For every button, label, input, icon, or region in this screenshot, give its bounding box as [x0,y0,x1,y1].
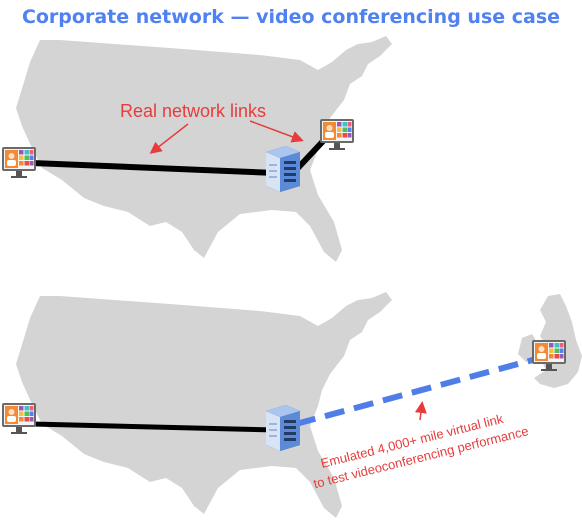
virtual-link [295,355,541,427]
annotation-arrow-left [149,123,189,154]
server-icon-bottom [266,405,300,451]
annotation-arrow-right [249,120,304,143]
computer-west-icon [2,147,36,178]
computer-east-icon [320,119,354,150]
real-link-west-bottom [31,421,277,433]
page-title: Corporate network — video conferencing u… [21,6,561,28]
bottom-panel: Emulated 4,000+ mile virtual link to tes… [2,292,582,518]
virtual-link-annotation: Emulated 4,000+ mile virtual link to tes… [312,411,530,491]
real-links-label: Real network links [120,101,266,121]
server-icon [266,146,300,192]
top-panel: Real network links [2,36,392,262]
real-link-east [293,135,329,173]
real-link-west [31,160,277,176]
virtual-link-arrow [414,401,427,421]
computer-west-icon-bottom [2,403,36,434]
